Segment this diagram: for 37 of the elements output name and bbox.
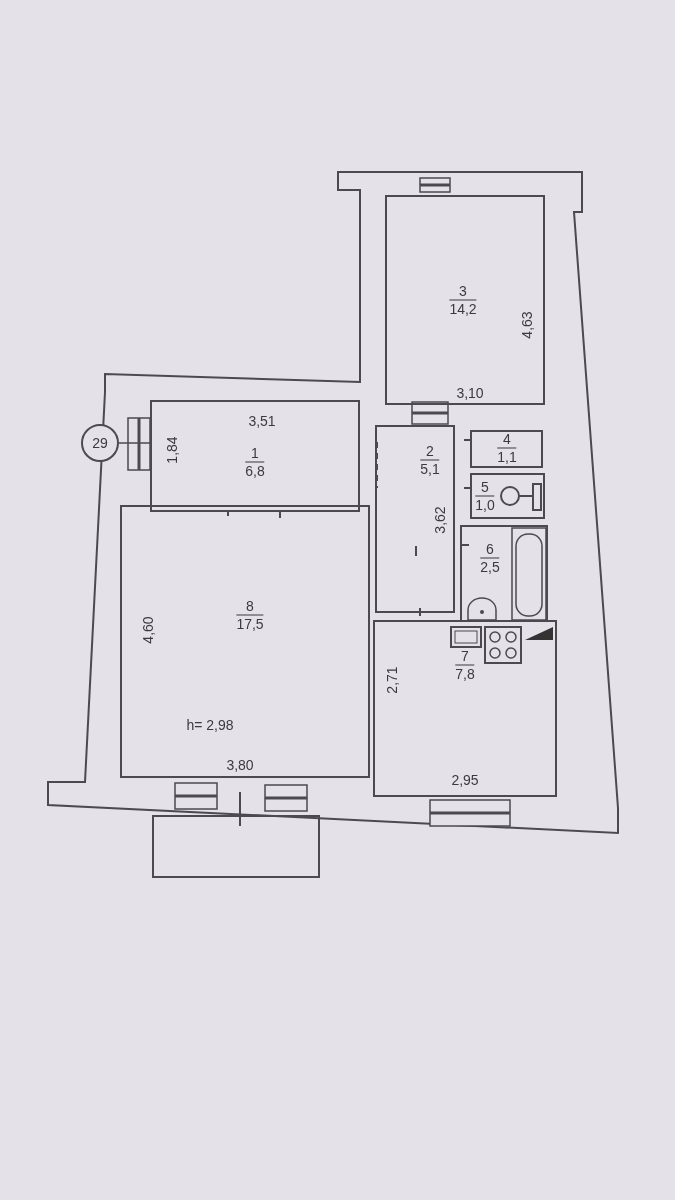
room-area: 2,5 <box>480 558 500 576</box>
room-area: 6,8 <box>245 462 265 480</box>
dimension-label: 4,63 <box>519 311 535 339</box>
room-area: 14,2 <box>449 300 477 318</box>
ceiling-height-label: h= 2,98 <box>186 717 234 733</box>
room-outline <box>470 473 545 519</box>
room-number: 2 <box>420 442 440 461</box>
room-area: 7,8 <box>455 665 475 683</box>
dimension-label: 4,60 <box>140 616 156 644</box>
dimension-label: 2,71 <box>384 666 400 694</box>
room-outline <box>460 525 548 622</box>
leader-line <box>118 442 151 444</box>
room-outline <box>375 425 455 613</box>
room-outline <box>373 620 557 797</box>
dimension-label: 3,62 <box>432 506 448 534</box>
dimension-label: 3,51 <box>248 413 276 429</box>
room-number: 8 <box>236 597 264 616</box>
room-number: 7 <box>455 647 475 666</box>
room-area: 17,5 <box>236 615 264 633</box>
room-number: 5 <box>475 478 495 497</box>
callout-number: 29 <box>81 424 119 462</box>
dimension-label: 3,10 <box>456 385 484 401</box>
dimension-label: 1,84 <box>164 436 180 464</box>
room-number: 3 <box>449 282 477 301</box>
room-area: 1,0 <box>475 496 495 514</box>
room-outline <box>150 400 360 512</box>
room-outline <box>470 430 543 468</box>
room-area: 1,1 <box>497 448 517 466</box>
room-number: 6 <box>480 540 500 559</box>
room-area: 5,1 <box>420 460 440 478</box>
room-number: 4 <box>497 430 517 449</box>
dimension-label: 3,80 <box>226 757 254 773</box>
room-number: 1 <box>245 444 265 463</box>
room-outline <box>120 505 370 778</box>
room-outline <box>385 195 545 405</box>
dimension-label: 2,95 <box>451 772 479 788</box>
balcony-box <box>152 815 320 878</box>
